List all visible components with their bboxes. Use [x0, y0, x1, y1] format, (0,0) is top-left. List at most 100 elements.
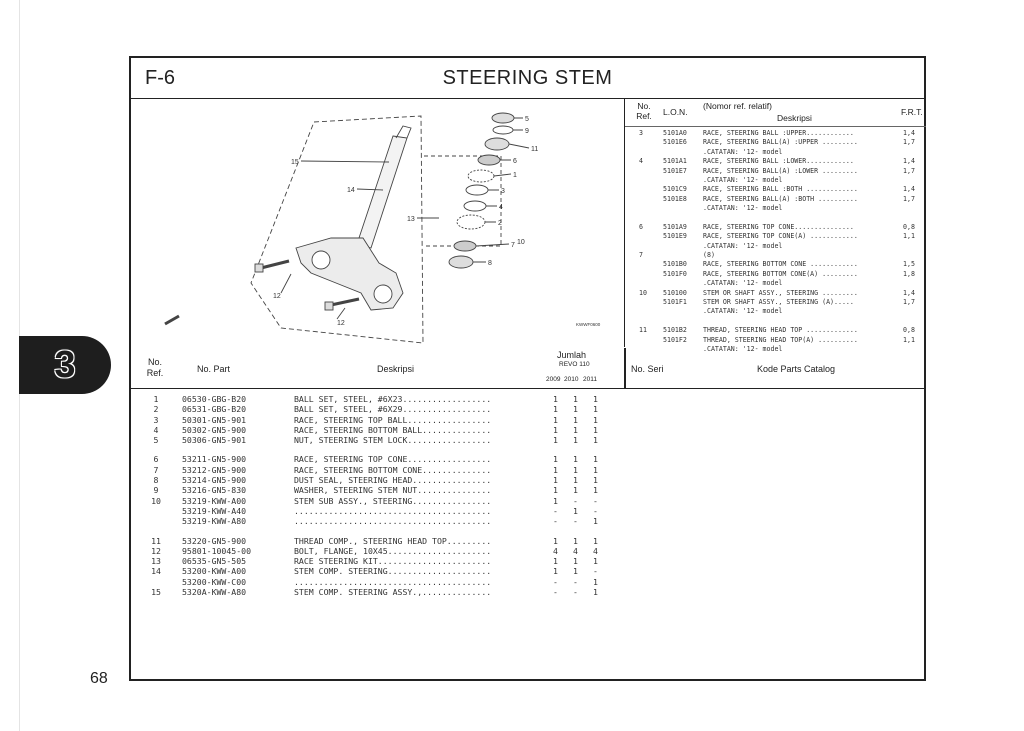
part-number: 06530-GBG-B20 [182, 394, 247, 404]
part-description: ........................................ [294, 576, 492, 587]
qty-2009: 1 [553, 394, 558, 404]
ref-desc: RACE, STEERING BOTTOM CONE ............ [703, 260, 858, 269]
callout: 1 [513, 172, 517, 179]
ref-col-note: (Nomor ref. relatif) [703, 101, 772, 111]
part-washer [492, 125, 514, 135]
part-ref: 3 [153, 414, 159, 425]
part-ref: 15 [151, 587, 161, 598]
ref-lon: 5101F1 [663, 298, 687, 307]
qty-2009: 1 [553, 454, 558, 465]
section-tab: 3 [19, 336, 111, 394]
part-top-race [465, 184, 489, 196]
ref-row: .CATATAN: '12- model [625, 279, 926, 288]
ref-row: 7(8) [625, 251, 926, 260]
callout: 5 [525, 116, 529, 123]
front-arrow [164, 314, 180, 326]
qty-2009: 1 [553, 414, 558, 425]
ref-col-frt: F.R.T. [901, 107, 923, 117]
part-number: 50302-GN5-900 [182, 424, 247, 435]
callout: 10 [517, 239, 525, 246]
qty-2010: 1 [573, 424, 578, 435]
ref-lon: 5101E9 [663, 232, 687, 241]
col-model: REVO 110 [559, 361, 590, 368]
ref-frt: 1,4 [903, 129, 915, 137]
qty-2010: 1 [573, 475, 578, 486]
qty-2011: 1 [593, 535, 598, 546]
bearing-group-outline [424, 155, 502, 247]
catalog-frame: F-6 STEERING STEM [129, 56, 926, 681]
ref-desc: STEM OR SHAFT ASSY., STEERING ......... [703, 288, 858, 297]
ref-lon: 5101F0 [663, 269, 687, 278]
qty-2009: 1 [553, 566, 558, 577]
qty-2010: 1 [573, 394, 578, 404]
part-thread [484, 137, 510, 151]
part-number: 5320A-KWW-A80 [182, 587, 247, 598]
qty-2009: 1 [553, 495, 558, 506]
diagram-code: KWWF0600 [576, 322, 601, 327]
col-qty-title: Jumlah [557, 350, 587, 360]
ref-lon: 5101A9 [663, 222, 687, 231]
ref-frt: 1,7 [903, 194, 915, 203]
col-year-2011: 2011 [583, 376, 597, 383]
part-nut [491, 112, 515, 124]
part-bottom-cone [453, 240, 477, 252]
part-dust-seal [448, 255, 474, 269]
ref-lon: 5101A1 [663, 157, 687, 166]
qty-2011: 1 [593, 414, 598, 425]
ref-desc: RACE, STEERING TOP CONE............... [703, 222, 854, 231]
ref-desc: .CATATAN: '12- model [703, 175, 783, 184]
qty-2009: - [553, 505, 558, 516]
qty-2011: 1 [593, 587, 598, 598]
stem-shaft [356, 135, 408, 249]
qty-2010: 1 [573, 454, 578, 465]
part-description: STEM COMP. STEERING..................... [294, 566, 492, 577]
qty-2011: 1 [593, 485, 598, 496]
ref-desc: THREAD, STEERING HEAD TOP(A) .......... [703, 335, 858, 344]
part-ref: 10 [151, 495, 161, 506]
callout: 12 [273, 293, 281, 300]
col-no-seri: No. Seri [631, 364, 664, 374]
ref-lon: 5101B0 [663, 260, 687, 269]
col-year-2010: 2010 [564, 376, 579, 383]
part-number: 50301-GN5-901 [182, 414, 247, 425]
ref-desc: THREAD, STEERING HEAD TOP ............. [703, 326, 858, 335]
part-ref: 11 [151, 535, 161, 546]
qty-2011: 1 [593, 424, 598, 435]
callout: 15 [291, 159, 299, 166]
part-description: WASHER, STEERING STEM NUT............... [294, 485, 492, 496]
exploded-diagram: 5 9 11 6 1 3 4 2 7 10 8 15 14 13 12 12 K… [131, 98, 625, 347]
ref-frt: 0,8 [903, 326, 915, 335]
qty-2010: 1 [573, 485, 578, 496]
part-number: 53200-KWW-C00 [182, 576, 247, 587]
qty-2011: - [593, 495, 598, 506]
ref-frt: 1,7 [903, 298, 915, 307]
ref-frt: 1,5 [903, 260, 915, 269]
qty-2010: - [573, 587, 578, 598]
part-ref: 8 [153, 475, 159, 486]
part-description: STEM COMP. STEERING ASSY.,.............. [294, 587, 492, 598]
col-year-2009: 2009 [546, 376, 561, 383]
qty-2011: 1 [593, 404, 598, 415]
figure-code: F-6 [145, 67, 175, 89]
bolt-lower-head [324, 301, 334, 311]
qty-2009: 1 [553, 404, 558, 415]
qty-2010: 1 [573, 404, 578, 415]
part-ref: 2 [153, 404, 159, 415]
callout: 11 [531, 146, 538, 153]
part-description: BOLT, FLANGE, 10X45..................... [294, 545, 492, 556]
part-number: 53212-GN5-900 [182, 464, 247, 475]
ref-col-no: No. Ref. [636, 101, 652, 121]
qty-2011: 1 [593, 454, 598, 465]
part-top-cone [477, 154, 501, 166]
